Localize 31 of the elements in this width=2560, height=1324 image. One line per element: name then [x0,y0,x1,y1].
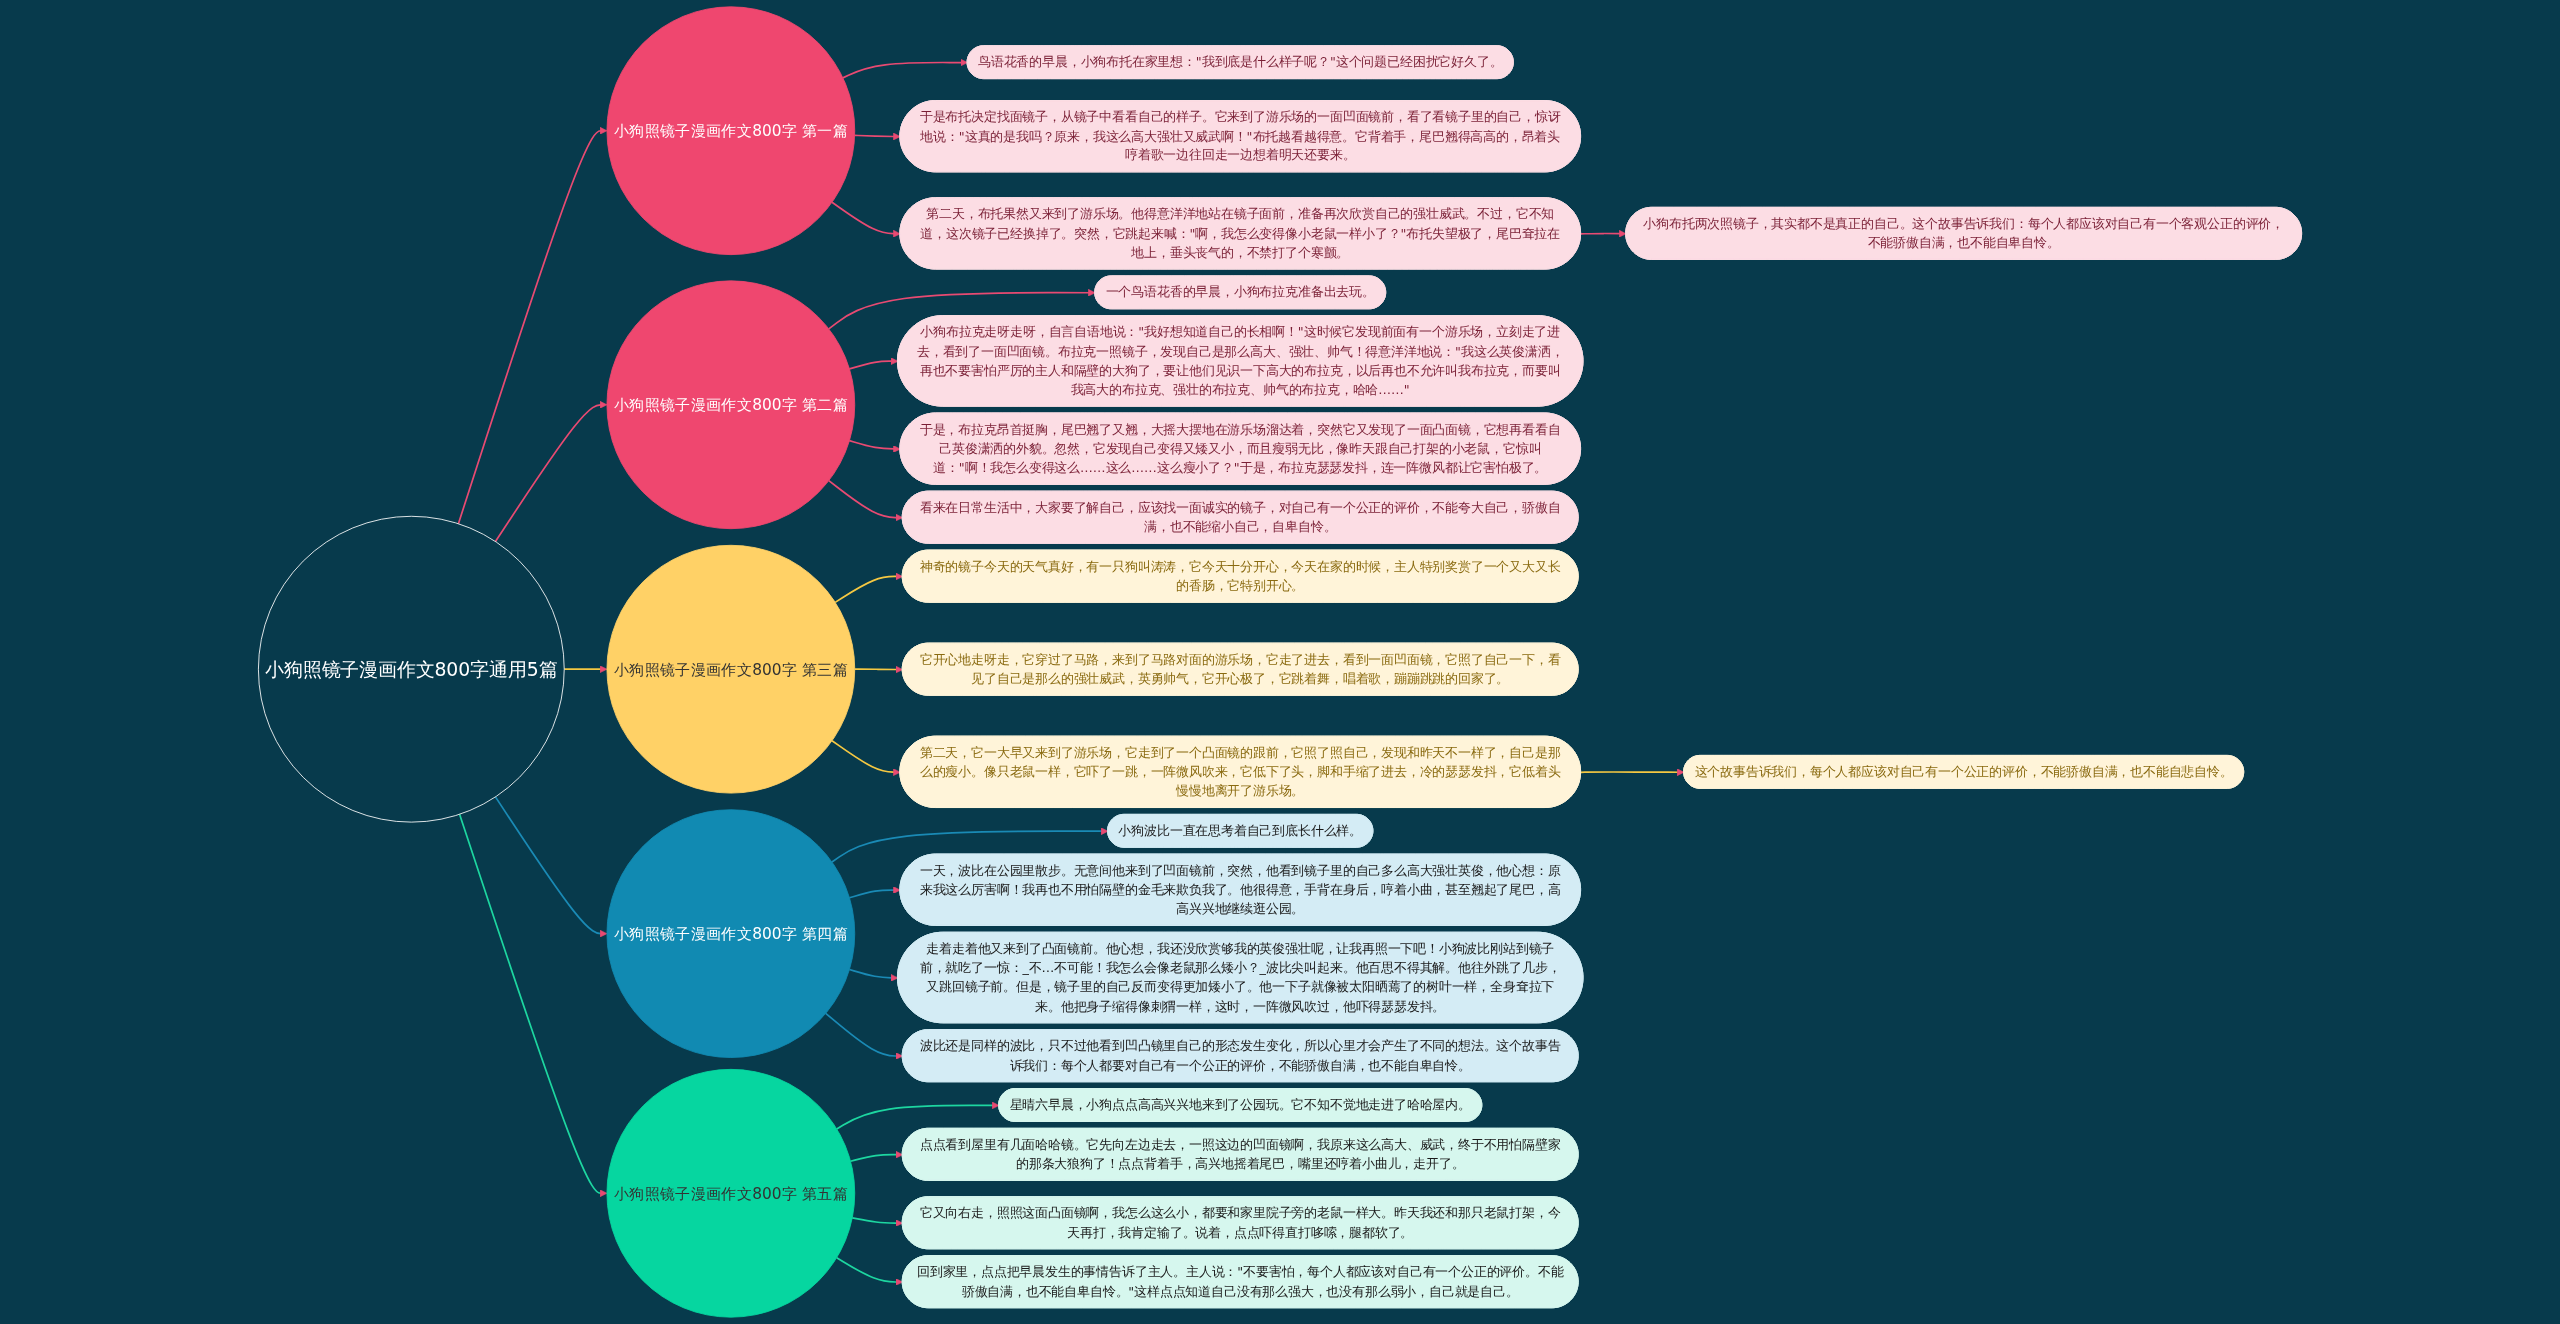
arrow [831,739,901,776]
arrow [563,665,608,673]
arrow [848,357,899,370]
arrow [848,439,901,453]
node-circle: 小狗照镜子漫画作文800字通用5篇 [257,515,565,823]
arrow [842,58,968,79]
arrow [835,1101,1000,1130]
arrow [848,968,899,982]
arrow [849,1150,904,1163]
arrow [458,813,608,1197]
arrow [831,201,901,238]
arrow [851,1217,904,1227]
arrow [827,479,904,522]
node-circle: 小狗照镜子漫画作文800字 第四篇 [606,809,856,1058]
arrow [831,827,1109,863]
arrow [494,401,608,543]
arrow [457,127,608,525]
node-circle: 小狗照镜子漫画作文800字 第三篇 [606,544,856,794]
arrow [1580,768,1685,776]
arrow [827,289,1096,330]
node-circle: 小狗照镜子漫画作文800字 第二篇 [606,280,856,530]
node-circle: 小狗照镜子漫画作文800字 第一篇 [606,6,856,256]
arrow [835,1256,904,1286]
arrow [824,1012,904,1060]
arrow [1580,229,1627,238]
arrow [853,132,901,141]
node-circle: 小狗照镜子漫画作文800字 第五篇 [606,1068,856,1318]
arrow [848,886,901,899]
arrow [834,572,904,604]
arrow [853,665,904,674]
arrow [494,796,608,938]
